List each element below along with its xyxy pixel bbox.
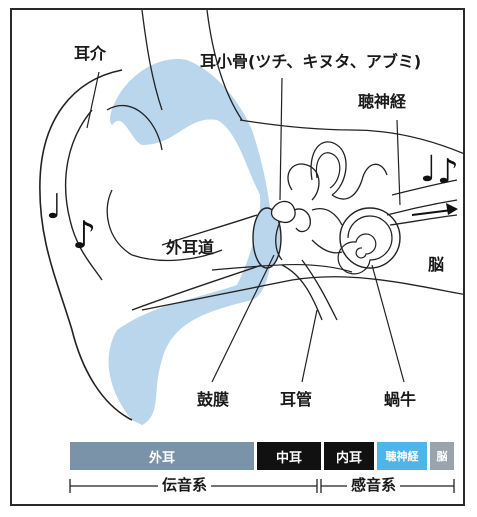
label-eustachian-tube: 耳管 [280, 390, 313, 409]
label-cochlea: 蝸牛 [384, 390, 417, 409]
ear-canal-shading [108, 59, 273, 426]
bar-middle-ear: 中耳 [257, 442, 321, 470]
bracket-conductive: 伝音系 [158, 478, 212, 493]
label-ossicles: 耳小骨(ツチ、キヌタ、アブミ) [200, 52, 422, 71]
label-ear-canal: 外耳道 [166, 238, 215, 257]
music-note-icon: ♪ [437, 152, 459, 192]
bar-outer-ear: 外耳 [70, 442, 254, 470]
bar-brain: 脳 [430, 442, 454, 470]
ear-illustration [39, 10, 463, 493]
label-eardrum: 鼓膜 [197, 390, 230, 409]
bar-inner-ear: 内耳 [324, 442, 374, 470]
label-brain: 脳 [428, 255, 445, 274]
pinna-contour [39, 69, 133, 421]
label-pinna: 耳介 [74, 44, 107, 63]
music-note-icon: ♩ [420, 149, 437, 190]
label-auditory-nerve: 聴神経 [358, 92, 407, 111]
diagram-frame: 耳介 耳小骨(ツチ、キヌタ、アブミ) 聴神経 外耳道 脳 鼓膜 耳管 蝸牛 ♩ … [10, 8, 465, 506]
bracket-sensory: 感音系 [347, 478, 401, 493]
music-note-icon: ♩ [46, 187, 63, 227]
bar-auditory-nerve: 聴神経 [377, 442, 427, 470]
music-note-icon: ♪ [72, 213, 97, 257]
